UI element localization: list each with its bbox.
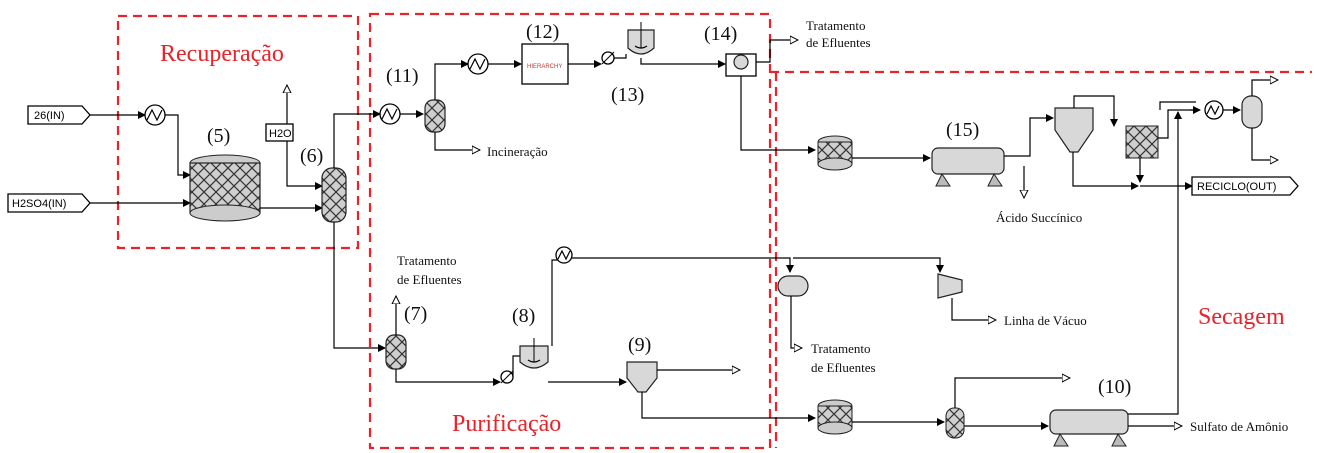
pump-icon[interactable] [601,51,615,65]
label-efluentes-3: de Efluentes [811,360,876,375]
unit-number-12: (12) [526,21,559,43]
dryer-10[interactable] [1049,409,1129,447]
hierarchy-label: HIERARCHY [527,64,562,70]
heat-exchanger-icon[interactable] [144,104,166,126]
crystallizer-lower[interactable] [817,399,853,435]
stream-26-in-label: 26(IN) [34,110,65,122]
unit-number-15: (15) [946,119,979,141]
reactor-5[interactable] [189,154,261,222]
condenser-drum[interactable] [777,275,809,297]
stream-h2so4-in-label: H2SO4(IN) [12,198,66,210]
unit-number-14: (14) [704,23,737,45]
stream-reciclo-out-label: RECICLO(OUT) [1197,181,1276,193]
stream-h2o-label: H2O [269,128,292,140]
label-tratamento-2: Tratamento [397,253,456,268]
label-sulfato-amonio: Sulfato de Amônio [1190,419,1288,434]
label-efluentes-1: de Efluentes [806,35,871,50]
label-acido-succinico: Ácido Succínico [996,210,1082,225]
dryer-15[interactable] [931,147,1005,187]
heat-exchanger-icon[interactable] [555,246,573,264]
stirred-tank-13[interactable] [627,22,655,55]
label-tratamento-3: Tratamento [811,341,870,356]
flash-vessel-11[interactable] [424,99,446,133]
stream-26-in[interactable]: 26(IN) [27,105,91,125]
unit-number-9: (9) [628,334,651,356]
flash-vessel-7[interactable] [385,334,407,370]
region-label-purificacao: Purificação [452,411,561,437]
flash-vessel-lower[interactable] [945,407,965,439]
unit-number-6: (6) [300,145,323,167]
stream-h2so4-in[interactable]: H2SO4(IN) [7,193,91,213]
unit-number-13: (13) [611,84,644,106]
unit-number-5: (5) [207,125,230,147]
region-label-secagem: Secagem [1198,304,1285,330]
unit-number-8: (8) [512,305,535,327]
recuperacao-boundary [116,14,360,250]
pump-icon[interactable] [500,370,514,384]
decanter-14[interactable] [725,53,757,77]
bag-filter-icon[interactable] [1125,125,1159,159]
flash-drum-icon[interactable] [1241,95,1263,129]
heat-exchanger-icon[interactable] [379,103,401,125]
heat-exchanger-icon[interactable] [1204,100,1224,120]
hydrocyclone-9[interactable] [626,361,658,393]
label-incineracao: Incineração [487,144,548,159]
label-tratamento-1: Tratamento [806,18,865,33]
region-label-recuperacao: Recuperação [160,41,284,67]
crystallizer-upper[interactable] [817,135,853,171]
heat-exchanger-icon[interactable] [467,53,489,75]
stream-reciclo-out[interactable]: RECICLO(OUT) [1191,176,1299,196]
unit-number-10: (10) [1098,376,1131,398]
cyclone-icon[interactable] [1054,107,1094,153]
stirred-tank-8[interactable] [519,338,549,369]
purificacao-boundary [368,12,772,450]
column-6[interactable] [321,167,347,223]
label-efluentes-2: de Efluentes [397,272,462,287]
label-linha-vacuo: Linha de Vácuo [1004,313,1087,328]
stream-h2o[interactable]: H2O [265,123,294,142]
hierarchy-block-12[interactable]: HIERARCHY [521,43,569,85]
unit-number-11: (11) [386,65,419,87]
vacuum-compressor-icon[interactable] [937,273,963,299]
unit-number-7: (7) [404,303,427,325]
secagem-boundary [770,70,1312,448]
